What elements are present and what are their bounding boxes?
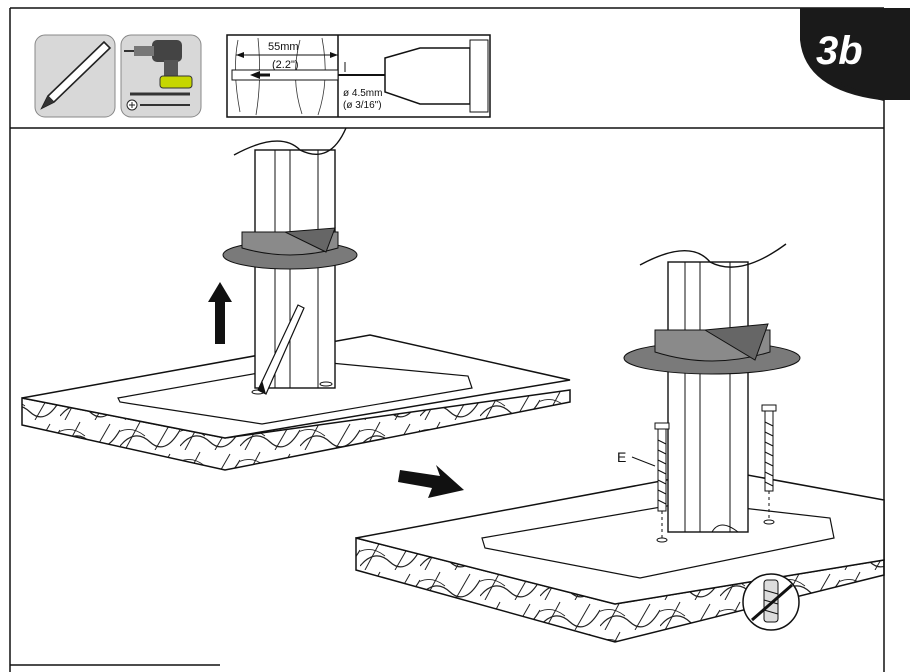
power-drill-icon bbox=[124, 40, 193, 89]
screw-e-right bbox=[761, 404, 777, 525]
screw-icon bbox=[126, 92, 190, 111]
lift-arrow bbox=[208, 282, 232, 344]
next-step-arrow bbox=[398, 465, 464, 498]
install-screws-scene: E bbox=[355, 243, 885, 643]
no-wall-anchor-icon bbox=[742, 573, 800, 631]
pencil-icon bbox=[40, 40, 112, 110]
mark-holes-scene bbox=[21, 127, 571, 471]
drill-diameter-in: (ø 3/16") bbox=[343, 100, 382, 111]
screw-e-left bbox=[654, 422, 670, 543]
drill-depth-in: (2.2") bbox=[272, 59, 299, 71]
tools-panel bbox=[34, 34, 202, 118]
drill-diameter-mm: ø 4.5mm bbox=[343, 88, 382, 99]
screw-callout-e: E bbox=[617, 449, 626, 465]
drill-depth-diagram: 55mm (2.2") ø 4.5mm (ø 3/16") bbox=[226, 34, 491, 118]
step-badge: 3b bbox=[800, 8, 910, 101]
panel-frame bbox=[9, 7, 885, 672]
drill-depth-mm: 55mm bbox=[268, 41, 299, 53]
step-label: 3b bbox=[816, 29, 863, 73]
